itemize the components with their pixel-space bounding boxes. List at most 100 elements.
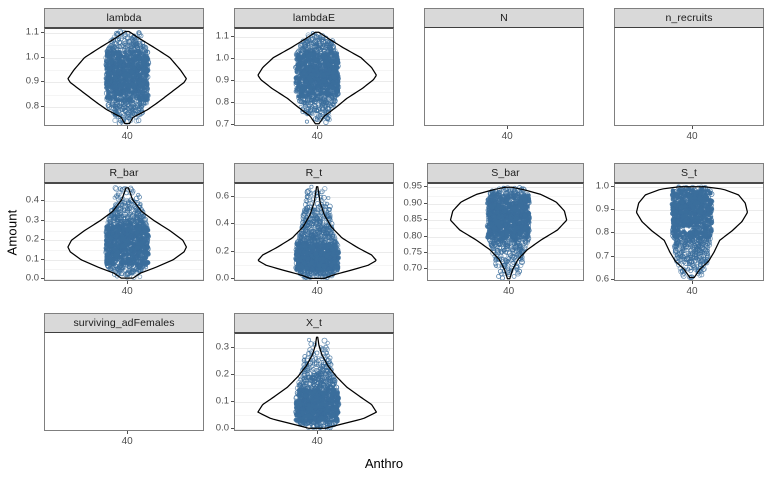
facet-lambda: lambda xyxy=(44,8,204,148)
facet-strip-label: surviving_adFemales xyxy=(73,317,175,329)
jittered-points xyxy=(103,29,152,125)
y-axis-tick-label: 0.95 xyxy=(403,180,423,192)
gridline xyxy=(45,94,203,96)
facet-lambdaE: lambdaE xyxy=(234,8,394,148)
y-axis-tick-mark xyxy=(611,255,614,257)
y-axis-tick-label: 0.70 xyxy=(403,262,423,274)
facet-panel-lambdaE xyxy=(234,27,394,126)
facet-panel-S_bar xyxy=(427,182,584,281)
gridline xyxy=(235,113,393,115)
facet-panel-S_t xyxy=(614,182,764,281)
violin-outline xyxy=(635,186,748,279)
y-axis-tick-mark xyxy=(231,373,234,375)
y-axis-tick-label: 0.4 xyxy=(25,194,39,206)
facet-R_t: R_t xyxy=(234,163,394,303)
y-axis-tick-mark xyxy=(41,219,44,221)
facet-strip-label: lambdaE xyxy=(292,12,336,24)
violin-outline xyxy=(257,186,377,280)
facet-panel-surviving_adFemales xyxy=(44,332,204,431)
violin-and-points xyxy=(67,185,188,280)
y-axis-tick-mark xyxy=(231,123,234,125)
facet-strip-label: n_recruits xyxy=(665,12,713,24)
facet-N: N xyxy=(424,8,584,148)
y-axis-tick-label: 0.2 xyxy=(25,233,39,245)
x-axis-tick-mark xyxy=(508,281,510,284)
facet-panel-n_recruits xyxy=(614,27,764,126)
y-axis-tick-mark xyxy=(611,232,614,234)
facet-strip-n_recruits: n_recruits xyxy=(614,8,764,27)
y-axis-tick-label: 1.1 xyxy=(215,30,229,42)
y-axis-tick-mark xyxy=(231,400,234,402)
facet-strip-surviving_adFemales: surviving_adFemales xyxy=(44,313,204,332)
x-axis-tick-mark xyxy=(692,126,693,129)
y-axis-tick-label: 0.85 xyxy=(403,213,423,225)
facet-panel-N xyxy=(424,27,584,126)
x-axis-tick-label: 40 xyxy=(311,131,323,142)
facet-strip-S_t: S_t xyxy=(614,163,764,182)
y-axis-tick-mark xyxy=(424,186,427,188)
jittered-points xyxy=(484,185,532,280)
facet-panel-R_t xyxy=(234,182,394,281)
y-axis-tick-label: 0.0 xyxy=(215,272,229,284)
y-axis-tick-mark xyxy=(231,427,234,429)
y-axis-tick-label: 1.0 xyxy=(215,52,229,64)
jittered-points xyxy=(293,31,342,125)
x-axis-tick-mark xyxy=(127,126,129,129)
y-axis-tick-label: 0.8 xyxy=(25,100,39,112)
x-axis-tick-mark xyxy=(317,431,319,434)
facet-strip-label: S_bar xyxy=(491,167,520,179)
y-axis-tick-mark xyxy=(41,200,44,202)
x-axis-tick-label: 40 xyxy=(503,286,515,297)
y-axis-tick-label: 0.9 xyxy=(595,203,609,215)
y-axis-tick-mark xyxy=(41,258,44,260)
facet-strip-R_t: R_t xyxy=(234,163,394,182)
y-axis-tick-mark xyxy=(231,250,234,252)
y-axis-tick-label: 0.8 xyxy=(595,226,609,238)
violin-and-points xyxy=(257,336,378,430)
y-axis-tick-label: 0.75 xyxy=(403,246,423,258)
y-axis-tick-mark xyxy=(231,347,234,348)
y-axis-tick-label: 0.90 xyxy=(403,197,423,209)
y-axis-tick-mark xyxy=(611,185,614,187)
y-axis-tick-mark xyxy=(231,101,234,103)
y-axis-tick-label: 1.1 xyxy=(25,26,39,38)
x-axis-tick-label: 40 xyxy=(121,131,133,142)
y-axis-tick-mark xyxy=(424,202,427,204)
y-axis-tick-label: 0.80 xyxy=(403,230,423,242)
facet-strip-label: N xyxy=(500,12,508,24)
y-axis-tick-label: 0.1 xyxy=(25,253,39,265)
violin-outline xyxy=(67,30,187,125)
x-axis-tick-label: 40 xyxy=(686,286,698,297)
facet-strip-S_bar: S_bar xyxy=(427,163,584,182)
violin-and-points xyxy=(257,31,377,125)
jittered-points xyxy=(293,337,342,430)
y-axis-tick-mark xyxy=(231,35,234,37)
y-axis-tick-mark xyxy=(611,278,614,280)
y-axis-tick-mark xyxy=(41,56,44,58)
violin-outline xyxy=(449,186,568,280)
y-axis-tick-label: 0.2 xyxy=(215,368,229,380)
facet-S_bar: S_bar xyxy=(427,163,584,303)
x-axis-tick-label: 40 xyxy=(311,286,323,297)
facet-panel-lambda xyxy=(44,27,204,126)
y-axis-tick-label: 0.7 xyxy=(595,250,609,262)
violin-outline xyxy=(257,336,378,429)
y-axis-tick-label: 0.0 xyxy=(25,272,39,284)
y-axis-tick-label: 1.0 xyxy=(25,51,39,63)
y-axis-tick-mark xyxy=(611,209,614,211)
y-axis-tick-mark xyxy=(231,79,234,81)
facet-strip-label: R_t xyxy=(305,167,323,179)
x-axis-tick-mark xyxy=(692,281,693,284)
facet-strip-label: lambda xyxy=(106,12,142,24)
gridline xyxy=(235,124,393,125)
y-axis-tick-mark xyxy=(41,81,44,83)
y-axis-tick-mark xyxy=(231,277,234,279)
violin-and-points xyxy=(257,184,377,280)
y-axis-tick-label: 0.1 xyxy=(215,395,229,407)
y-axis-tick-label: 0.6 xyxy=(595,273,609,285)
jittered-points xyxy=(103,185,151,280)
gridline xyxy=(615,268,763,270)
y-axis-tick-label: 0.7 xyxy=(215,118,229,130)
y-axis-tick-mark xyxy=(41,278,44,280)
y-axis-tick-label: 0.3 xyxy=(25,214,39,226)
